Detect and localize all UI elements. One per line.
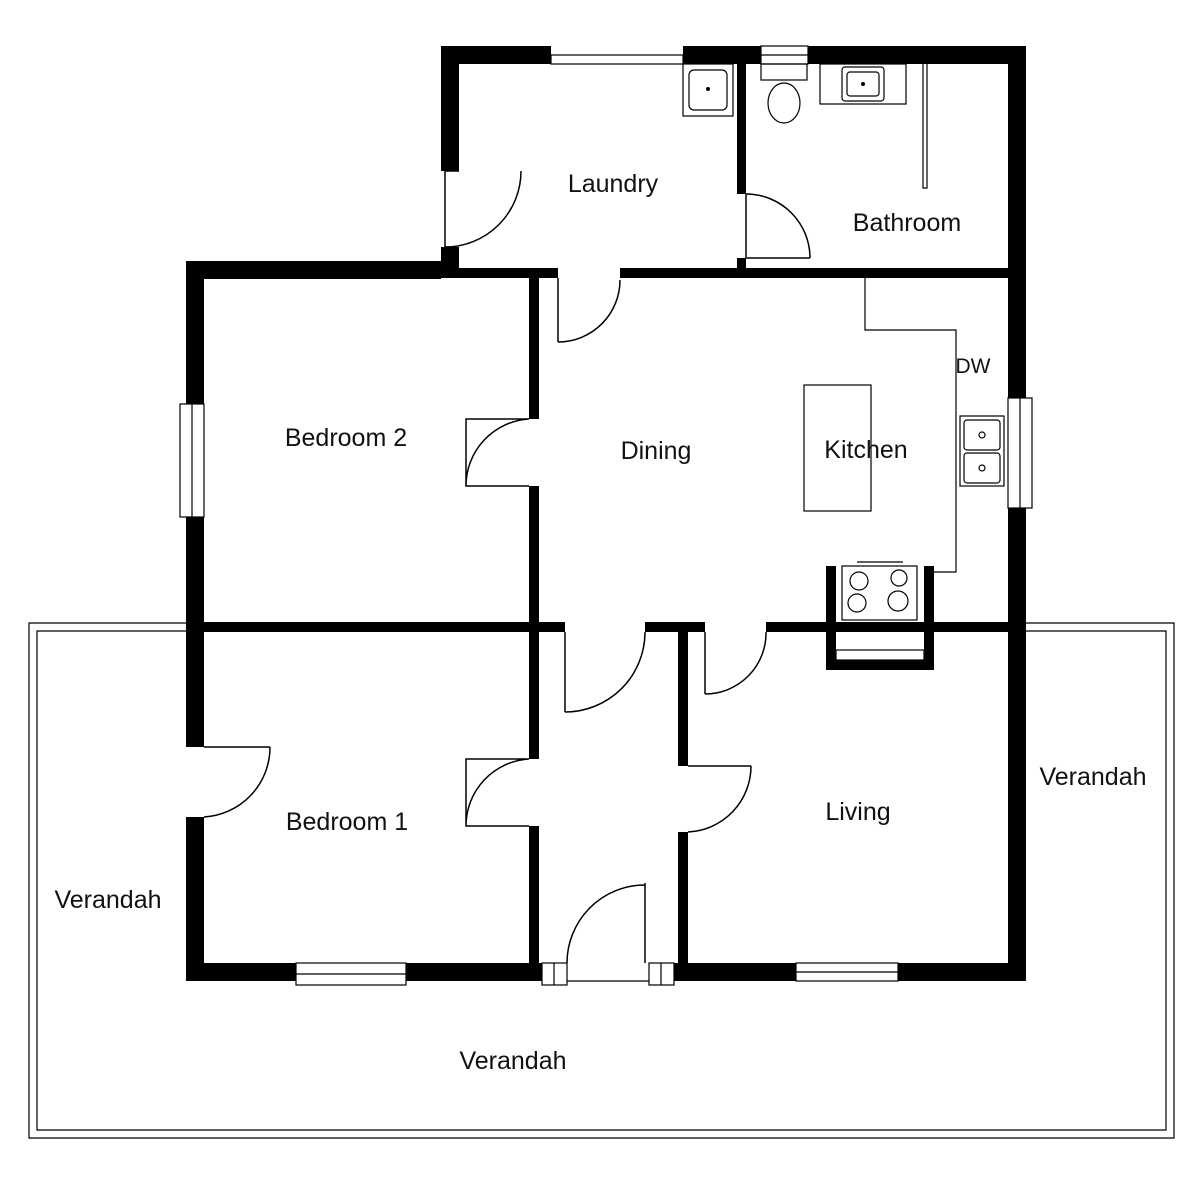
laundry-window <box>550 54 684 65</box>
corner-marker <box>443 262 454 278</box>
bathroom-basin <box>819 63 907 105</box>
label-bathroom: Bathroom <box>853 209 961 237</box>
laundry-dining-door <box>557 278 621 343</box>
label-laundry: Laundry <box>568 170 659 198</box>
room-labels: Laundry Bathroom Bedroom 2 Dining Kitche… <box>54 170 1146 1075</box>
label-verandah-left: Verandah <box>54 886 161 914</box>
laundry-tub <box>682 63 734 117</box>
bathroom-door <box>745 193 811 259</box>
label-kitchen: Kitchen <box>824 436 907 464</box>
label-bedroom-1: Bedroom 1 <box>286 808 408 836</box>
hall-door <box>564 631 646 713</box>
label-living: Living <box>825 798 890 826</box>
living-kitchen-door <box>704 631 767 695</box>
label-verandah-right: Verandah <box>1039 763 1146 791</box>
shower-screen <box>922 64 928 189</box>
bedroom1-door <box>465 758 530 827</box>
label-bedroom-2: Bedroom 2 <box>285 424 407 452</box>
exterior-walls <box>186 46 1026 981</box>
label-dishwasher: DW <box>956 355 991 378</box>
cooktop <box>841 561 918 621</box>
label-verandah-bottom: Verandah <box>459 1047 566 1075</box>
toilet <box>760 63 808 124</box>
label-dining: Dining <box>621 437 692 465</box>
windows <box>179 45 1033 986</box>
front-door <box>566 883 646 964</box>
verandah-outline <box>28 622 1175 1139</box>
kitchen-bench <box>864 278 957 573</box>
interior-walls <box>186 64 1008 963</box>
bedroom2-door <box>465 418 530 487</box>
hearth <box>835 649 925 661</box>
fixtures <box>443 63 1005 661</box>
kitchen-island <box>803 384 872 512</box>
laundry-external-door <box>444 170 522 248</box>
bedroom1-external-door <box>203 746 271 818</box>
living-door <box>687 765 752 833</box>
doors <box>203 170 811 964</box>
kitchen-sink <box>959 415 1005 487</box>
